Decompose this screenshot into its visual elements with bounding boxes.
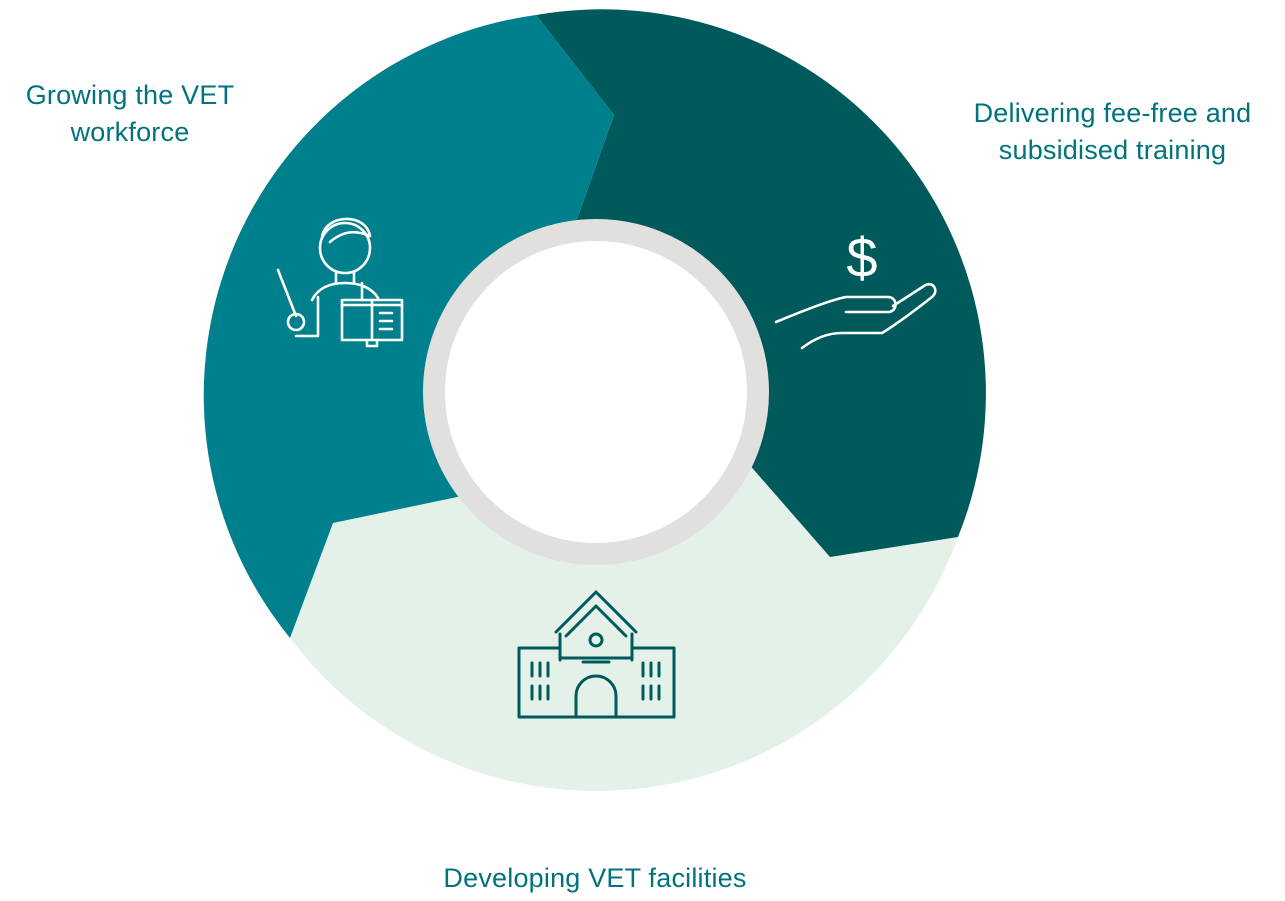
segment-growing-workforce (203, 15, 614, 638)
center-ring (423, 219, 769, 565)
label-growing-workforce: Growing the VET workforce (5, 77, 255, 152)
school-building-icon (517, 590, 676, 719)
segment-delivering-training (536, 9, 986, 557)
label-line: Developing VET facilities (443, 863, 747, 893)
label-developing-facilities: Developing VET facilities (390, 860, 800, 897)
label-line: workforce (70, 117, 190, 148)
label-line: subsidised training (998, 135, 1227, 166)
teacher-icon (276, 217, 404, 348)
dollar-symbol: $ (846, 226, 877, 289)
label-line: Growing the VET (25, 80, 235, 110)
label-delivering-training: Delivering fee-free and subsidised train… (945, 95, 1280, 170)
segment-developing-facilities (290, 462, 958, 791)
label-line: Delivering fee-free and (973, 98, 1252, 128)
hand-dollar-icon: $ (774, 226, 937, 350)
